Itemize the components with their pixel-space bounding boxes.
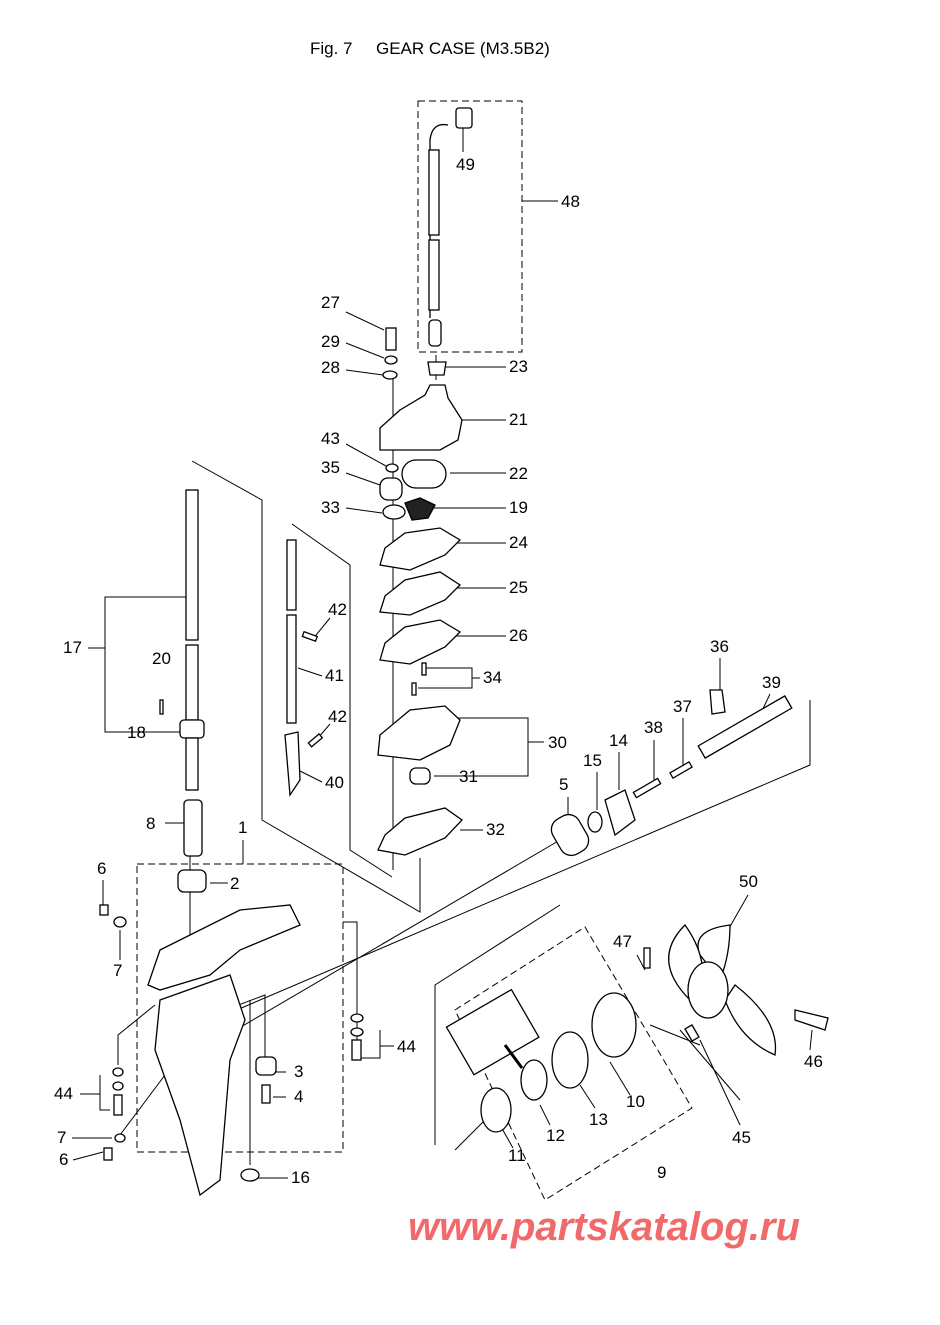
callout: 22 <box>509 464 528 483</box>
callout: 13 <box>589 1110 608 1129</box>
callout: 42 <box>328 707 347 726</box>
callout: 43 <box>321 429 340 448</box>
callout: 14 <box>609 731 628 750</box>
callout: 27 <box>321 293 340 312</box>
group-box-9 <box>454 926 693 1201</box>
callout: 30 <box>548 733 567 752</box>
assembly-lines <box>117 355 811 1165</box>
callout: 4 <box>294 1087 303 1106</box>
callout: 10 <box>626 1092 645 1111</box>
callout: 41 <box>325 666 344 685</box>
callout: 17 <box>63 638 82 657</box>
callout: 7 <box>57 1128 66 1147</box>
callout: 6 <box>59 1150 68 1169</box>
callout: 32 <box>486 820 505 839</box>
callout: 23 <box>509 357 528 376</box>
callout: 40 <box>325 773 344 792</box>
callout: 35 <box>321 458 340 477</box>
callout: 24 <box>509 533 528 552</box>
callout: 19 <box>509 498 528 517</box>
leader-lines <box>72 128 813 1179</box>
callout: 44 <box>54 1084 73 1103</box>
callout: 28 <box>321 358 340 377</box>
callout: 31 <box>459 767 478 786</box>
watermark: www.partskatalog.ru <box>408 1205 800 1249</box>
callout: 5 <box>559 775 568 794</box>
callout: 2 <box>230 874 239 893</box>
callout: 50 <box>739 872 758 891</box>
callout: 47 <box>613 932 632 951</box>
callout: 45 <box>732 1128 751 1147</box>
callout: 26 <box>509 626 528 645</box>
callout-labels: 49 48 27 29 28 23 21 43 35 22 33 19 24 2… <box>54 155 823 1187</box>
callout: 46 <box>804 1052 823 1071</box>
callout: 21 <box>509 410 528 429</box>
figure-number: Fig. 7 <box>310 39 353 58</box>
callout: 29 <box>321 332 340 351</box>
callout: 3 <box>294 1062 303 1081</box>
callout: 39 <box>762 673 781 692</box>
callout: 11 <box>508 1146 526 1165</box>
callout: 34 <box>483 668 502 687</box>
callout: 12 <box>546 1126 565 1145</box>
callout: 18 <box>127 723 146 742</box>
callout: 20 <box>152 649 171 668</box>
callout: 42 <box>328 600 347 619</box>
group-box-1 <box>136 863 344 1153</box>
callout: 38 <box>644 718 663 737</box>
figure-title: GEAR CASE (M3.5B2) <box>376 39 550 58</box>
callout: 49 <box>456 155 475 174</box>
callout: 25 <box>509 578 528 597</box>
callout: 8 <box>146 814 155 833</box>
callout: 7 <box>113 961 122 980</box>
callout: 44 <box>397 1037 416 1056</box>
callout: 16 <box>291 1168 310 1187</box>
part-shapes <box>99 107 829 1197</box>
callout: 6 <box>97 859 106 878</box>
callout: 48 <box>561 192 580 211</box>
callout: 1 <box>238 818 247 837</box>
group-box-48 <box>417 100 523 353</box>
callout: 33 <box>321 498 340 517</box>
callout: 15 <box>583 751 602 770</box>
callout: 36 <box>710 637 729 656</box>
callout: 37 <box>673 697 692 716</box>
callout: 9 <box>657 1163 666 1182</box>
